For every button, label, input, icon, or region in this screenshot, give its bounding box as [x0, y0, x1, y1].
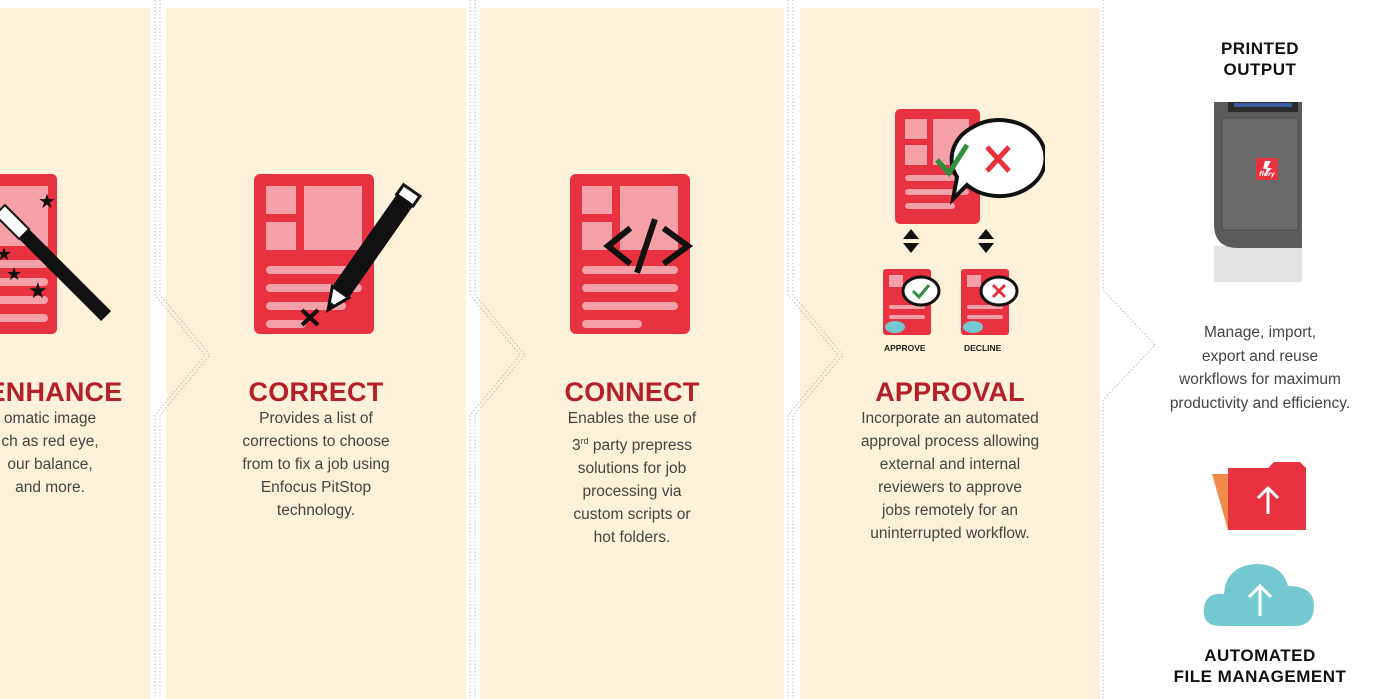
- step-panel-connect: [480, 8, 784, 699]
- step-desc-connect: Enables the use of 3rd party prepress so…: [567, 410, 697, 547]
- step-title-approval: APPROVAL: [875, 377, 1025, 407]
- svg-text:★: ★: [6, 264, 22, 285]
- step-desc-approval: Incorporate an automated approval proces…: [860, 410, 1040, 542]
- side-desc: Manage, import, export and reuse workflo…: [1169, 324, 1351, 412]
- file-management-title: AUTOMATED FILE MANAGEMENT: [1173, 646, 1347, 686]
- code-document-icon: [570, 174, 694, 334]
- step-panel-enhance: [0, 8, 150, 699]
- folder-upload-icon: [1212, 462, 1306, 530]
- cloud-upload-icon: [1203, 564, 1314, 626]
- step-title-enhance: ENHANCE: [0, 377, 123, 407]
- svg-text:★: ★: [0, 244, 12, 265]
- step-title-connect: CONNECT: [564, 377, 700, 407]
- svg-text:★: ★: [38, 189, 56, 213]
- magic-wand-document-icon: ★ ★ ★ ★: [0, 174, 112, 334]
- step-panel-correct: [166, 8, 466, 699]
- pencil-document-icon: [254, 174, 423, 334]
- printed-output-title: PRINTED OUTPUT: [1220, 39, 1300, 79]
- decline-label: DECLINE: [964, 343, 1002, 353]
- svg-text:★: ★: [28, 279, 48, 304]
- fiery-logo: fiery: [1259, 171, 1276, 178]
- step-title-correct: CORRECT: [248, 377, 384, 407]
- step-desc-correct: Provides a list of corrections to choose…: [242, 410, 390, 519]
- approval-workflow-icon: [883, 109, 1045, 335]
- step-desc-enhance: omatic image ch as red eye, our balance,…: [1, 410, 99, 496]
- approve-label: APPROVE: [884, 343, 926, 353]
- printer-icon: fiery: [1214, 102, 1302, 282]
